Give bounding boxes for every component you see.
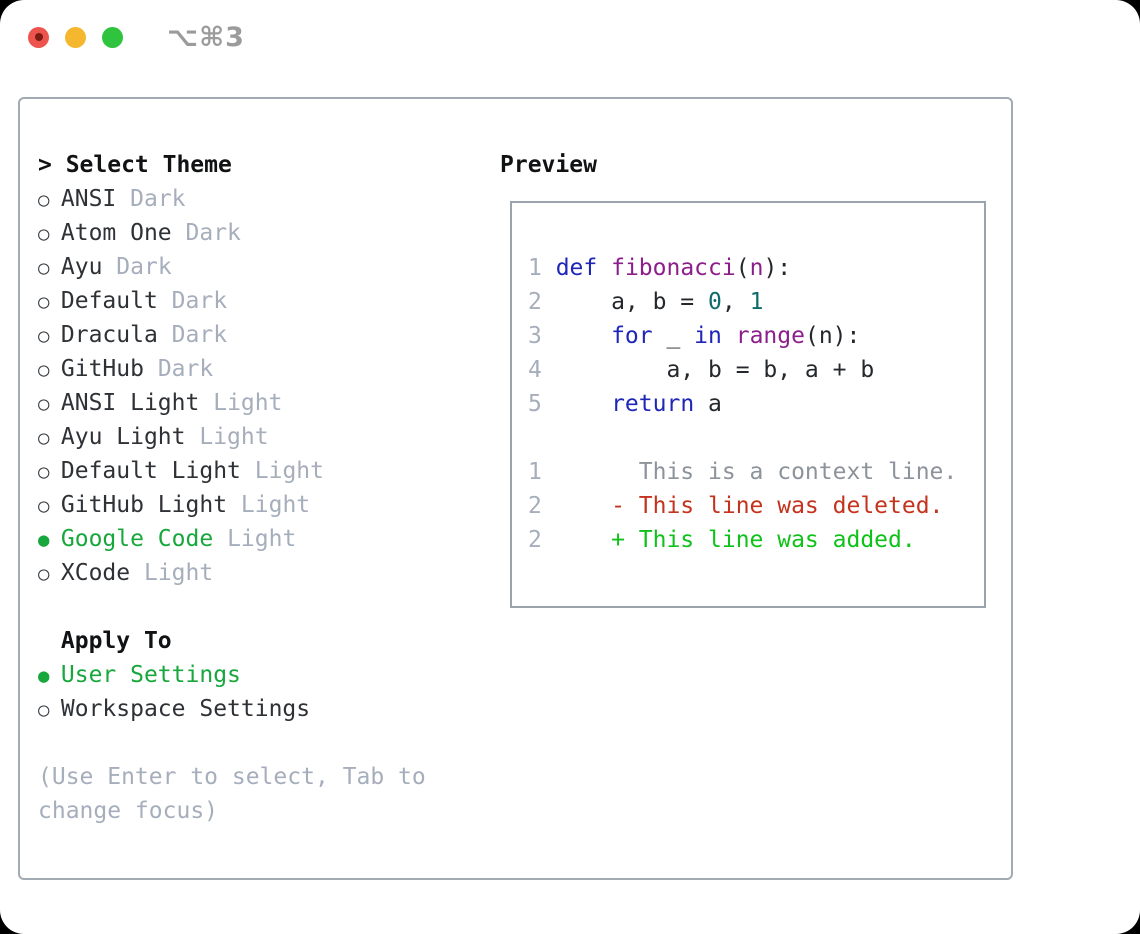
radio-selected-icon: ●: [38, 529, 50, 551]
line-number: 4: [528, 357, 542, 383]
radio-icon: ○: [38, 393, 50, 415]
theme-option-default-light[interactable]: ○Default Light Light: [38, 454, 324, 488]
apply-option-workspace-settings[interactable]: ○Workspace Settings: [38, 692, 310, 726]
code-line: 5 return a: [528, 387, 984, 421]
radio-icon: ○: [38, 359, 50, 381]
titlebar: ⌥⌘3: [0, 0, 1140, 74]
line-number: 2: [528, 527, 542, 553]
line-number: 1: [528, 255, 542, 281]
radio-icon: ○: [38, 427, 50, 449]
close-dot-icon: [34, 33, 43, 41]
radio-icon: ○: [38, 495, 50, 517]
line-number: 1: [528, 459, 542, 485]
theme-option-google-code-light[interactable]: ●Google Code Light: [38, 522, 324, 556]
radio-icon: ○: [38, 189, 50, 211]
theme-option-default-dark[interactable]: ○Default Dark: [38, 284, 324, 318]
apply-option-user-settings[interactable]: ●User Settings: [38, 658, 310, 692]
radio-icon: ○: [38, 257, 50, 279]
code-line: 4 a, b = b, a + b: [528, 353, 984, 387]
theme-option-github-light[interactable]: ○GitHub Light Light: [38, 488, 324, 522]
theme-option-ayu-dark[interactable]: ○Ayu Dark: [38, 250, 324, 284]
apply-to-section: Apply To ●User Settings ○Workspace Setti…: [38, 624, 310, 726]
theme-option-ansi-light[interactable]: ○ANSI Light Light: [38, 386, 324, 420]
theme-option-ayu-light[interactable]: ○Ayu Light Light: [38, 420, 324, 454]
theme-option-atom-one-dark[interactable]: ○Atom One Dark: [38, 216, 324, 250]
line-number: 3: [528, 323, 542, 349]
apply-to-header: Apply To: [38, 624, 310, 658]
preview-title: Preview: [500, 152, 597, 178]
zoom-button[interactable]: [102, 26, 123, 48]
line-number: 5: [528, 391, 542, 417]
prompt-icon: >: [38, 152, 52, 178]
code-line: 2 a, b = 0, 1: [528, 285, 984, 319]
code-line: 3 for _ in range(n):: [528, 319, 984, 353]
radio-icon: ○: [38, 291, 50, 313]
line-number: 2: [528, 289, 542, 315]
apply-to-title: Apply To: [60, 628, 172, 654]
theme-option-ansi-dark[interactable]: ○ANSI Dark: [38, 182, 324, 216]
theme-option-xcode-light[interactable]: ○XCode Light: [38, 556, 324, 590]
radio-icon: ○: [38, 223, 50, 245]
blank-line: [528, 421, 984, 455]
diff-added-line: 2 + This line was added.: [528, 523, 984, 557]
theme-list-title: Select Theme: [65, 152, 232, 178]
keyboard-hint: (Use Enter to select, Tab to change focu…: [38, 764, 426, 824]
close-button[interactable]: [28, 26, 49, 48]
window-title: ⌥⌘3: [167, 21, 245, 53]
theme-option-dracula-dark[interactable]: ○Dracula Dark: [38, 318, 324, 352]
diff-context-line: 1 This is a context line.: [528, 455, 984, 489]
theme-option-github-dark[interactable]: ○GitHub Dark: [38, 352, 324, 386]
theme-list-header: > Select Theme: [38, 148, 324, 182]
radio-icon: ○: [38, 461, 50, 483]
radio-selected-icon: ●: [38, 665, 50, 687]
theme-list: >Select Theme ○ANSI Dark ○Atom One Dark …: [38, 148, 324, 590]
diff-deleted-line: 2 - This line was deleted.: [528, 489, 984, 523]
minimize-button[interactable]: [65, 26, 86, 48]
radio-icon: ○: [38, 699, 50, 721]
radio-icon: ○: [38, 563, 50, 585]
radio-icon: ○: [38, 325, 50, 347]
line-number: 2: [528, 493, 542, 519]
